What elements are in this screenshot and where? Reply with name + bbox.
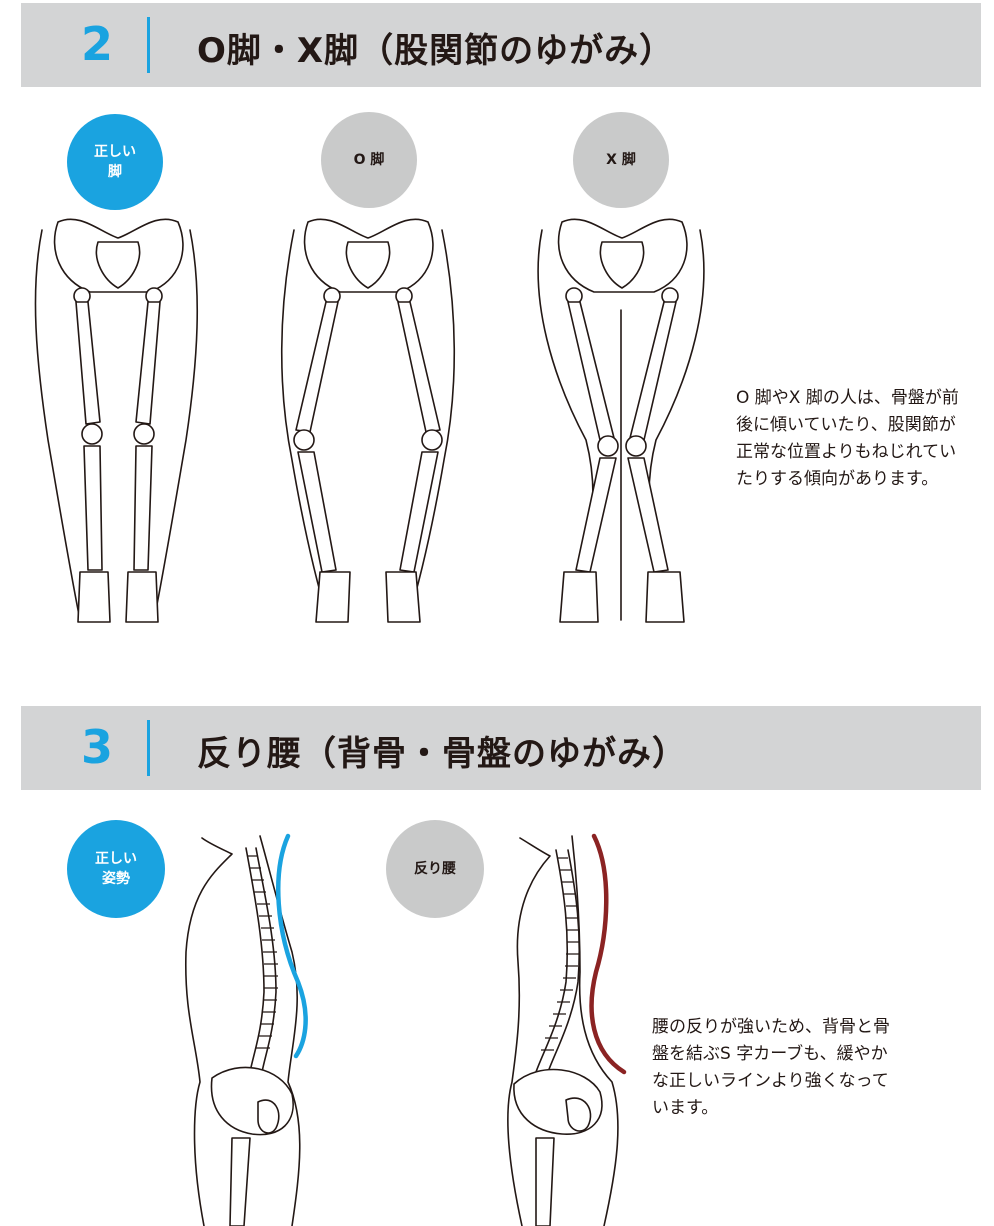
correct-posture-illustration bbox=[184, 833, 308, 1226]
badge-correct-legs: 正しい 脚 bbox=[67, 114, 163, 210]
section-2-description: O 脚やX 脚の人は、骨盤が前後に傾いていたり、股関節が正常な位置よりもねじれて… bbox=[736, 388, 959, 489]
section-3-divider bbox=[147, 720, 150, 776]
section-3-banner: 3 反り腰（背骨・骨盤のゆがみ） bbox=[21, 706, 981, 790]
o-legs-illustration bbox=[280, 218, 456, 623]
correct-legs-illustration bbox=[34, 218, 199, 623]
section-3-number: 3 bbox=[80, 720, 113, 774]
section-2-banner: 2 O脚・X脚（股関節のゆがみ） bbox=[21, 3, 981, 87]
section-2-title: O脚・X脚（股関節のゆがみ） bbox=[197, 31, 675, 71]
section-3-description: 腰の反りが強いため、背骨と骨盤を結ぶS 字カーブも、緩やかな正しいラインより強く… bbox=[652, 1017, 890, 1118]
badge-correct-posture: 正しい 姿勢 bbox=[67, 820, 165, 918]
badge-x-legs: X 脚 bbox=[573, 112, 669, 208]
sway-back-illustration bbox=[507, 833, 627, 1226]
section-3-title: 反り腰（背骨・骨盤のゆがみ） bbox=[197, 734, 687, 774]
badge-o-legs: O 脚 bbox=[321, 112, 417, 208]
sway-spine-vertebrae bbox=[541, 857, 580, 1051]
badge-sway-back: 反り腰 bbox=[386, 820, 484, 918]
correct-spine-vertebrae bbox=[248, 855, 278, 1049]
section-2-number: 2 bbox=[80, 17, 113, 71]
section-2-divider bbox=[147, 17, 150, 73]
x-legs-illustration bbox=[537, 218, 705, 623]
